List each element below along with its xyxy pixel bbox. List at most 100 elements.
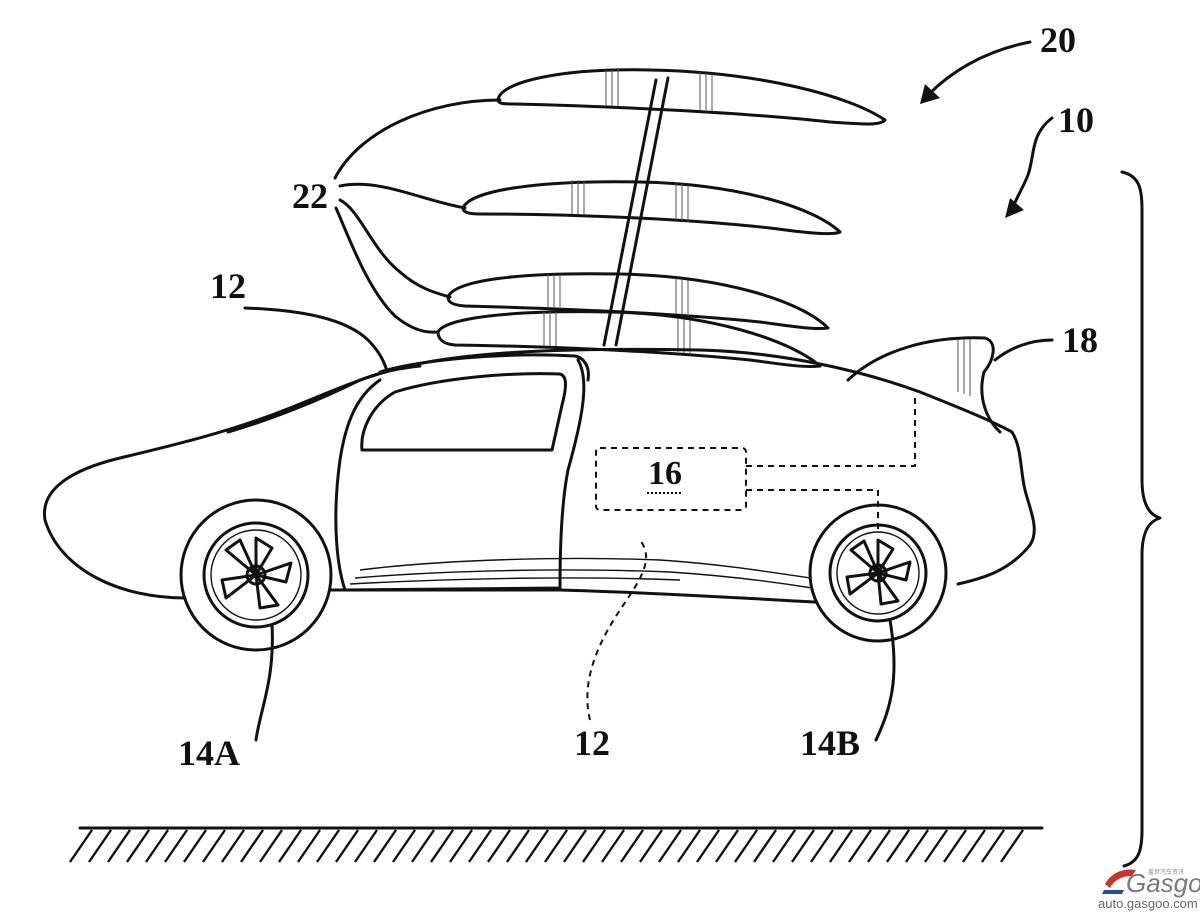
assembly-brace (1120, 170, 1162, 868)
hatch-mark (962, 829, 986, 863)
leader-14a (254, 623, 274, 742)
leader-20 (926, 40, 1032, 97)
hatch-mark (658, 829, 682, 863)
hatch-mark (791, 829, 815, 863)
hatch-mark (449, 829, 473, 863)
hatch-mark (525, 829, 549, 863)
hatch-mark (145, 829, 169, 863)
drive-unit-box (595, 447, 747, 511)
ground-hatching (69, 829, 1024, 863)
leader-22-c (338, 198, 452, 299)
body-outline (42, 347, 1036, 600)
hatch-mark (734, 829, 758, 863)
watermark-tagline: 盖世汽车资讯 (1148, 868, 1184, 876)
leader-10 (1010, 116, 1054, 212)
hatch-mark (240, 829, 264, 863)
hatch-mark (430, 829, 454, 863)
hatch-mark (829, 829, 853, 863)
ground (69, 826, 1044, 863)
hatch-mark (715, 829, 739, 863)
arrowhead-20 (920, 84, 940, 104)
leader-18 (993, 338, 1054, 362)
side-sweep-2 (354, 569, 813, 589)
rotor-mast (602, 78, 658, 347)
rotor-blade-second (461, 180, 842, 236)
link-to-tail (746, 398, 916, 467)
drive-unit-16: 16 (595, 398, 916, 530)
hatch-mark (1000, 829, 1024, 863)
rotor-blades (436, 68, 887, 369)
hatch-mark (544, 829, 568, 863)
hatch-mark (107, 829, 131, 863)
label-10: 10 (1058, 100, 1094, 140)
hatch-mark (354, 829, 378, 863)
hatch-mark (981, 829, 1005, 863)
label-12-bottom: 12 (574, 723, 610, 763)
hatch-mark (88, 829, 112, 863)
watermark-logo-swoosh (1105, 869, 1136, 888)
leader-22-b (338, 182, 467, 210)
hatch-mark (164, 829, 188, 863)
label-16: 16 (648, 455, 682, 492)
hatch-mark (696, 829, 720, 863)
watermark-brand: Gasgoo (1126, 868, 1200, 898)
side-sweep-1 (359, 557, 811, 579)
label-14b: 14B (800, 723, 860, 763)
hatch-mark (639, 829, 663, 863)
label-20: 20 (1040, 20, 1076, 60)
hatch-mark (886, 829, 910, 863)
hatch-mark (126, 829, 150, 863)
label-14a: 14A (178, 733, 240, 773)
hatch-mark (468, 829, 492, 863)
hatch-mark (487, 829, 511, 863)
leader-lines (243, 40, 1054, 742)
rotor-blade-bottom (436, 310, 822, 369)
hatch-mark (753, 829, 777, 863)
hatch-mark (905, 829, 929, 863)
leader-22-d (334, 206, 440, 334)
hatch-mark (563, 829, 587, 863)
rotor-blade-top (496, 68, 887, 126)
tail-fin (846, 336, 1002, 434)
door-outline (334, 358, 586, 592)
hatch-mark (411, 829, 435, 863)
hatch-mark (677, 829, 701, 863)
label-12-top: 12 (210, 266, 246, 306)
hatch-mark (848, 829, 872, 863)
watermark: Gasgoo 盖世汽车资讯 auto.gasgoo.com (1098, 868, 1200, 911)
tail-fin-shading (957, 339, 971, 396)
label-22: 22 (292, 176, 328, 216)
hatch-mark (335, 829, 359, 863)
reference-labels: 20 10 22 12 18 14A 12 14B (178, 20, 1098, 773)
side-sweep-3 (349, 577, 681, 585)
hatch-mark (943, 829, 967, 863)
hatch-mark (297, 829, 321, 863)
hatch-mark (316, 829, 340, 863)
wheel-front-14a (179, 498, 333, 652)
hatch-mark (620, 829, 644, 863)
body-underside (328, 588, 817, 604)
hatch-mark (278, 829, 302, 863)
hatch-mark (867, 829, 891, 863)
hatch-mark (221, 829, 245, 863)
hatch-mark (924, 829, 948, 863)
hatch-mark (392, 829, 416, 863)
arrowhead-10 (1005, 198, 1024, 218)
hatch-mark (69, 829, 93, 863)
rotor-blade-third (446, 272, 830, 331)
hatch-mark (601, 829, 625, 863)
hatch-mark (183, 829, 207, 863)
hatch-mark (373, 829, 397, 863)
blade-shading (543, 69, 713, 354)
rotor-mast-edge (614, 76, 670, 347)
door-window (360, 372, 567, 452)
leader-14b (874, 618, 896, 742)
cabin-roof (378, 353, 590, 382)
hatch-mark (259, 829, 283, 863)
watermark-logo-bar (1102, 890, 1124, 894)
link-to-rear-wheel (746, 489, 879, 530)
leader-22-a (333, 98, 502, 180)
leader-12-top (243, 306, 388, 370)
